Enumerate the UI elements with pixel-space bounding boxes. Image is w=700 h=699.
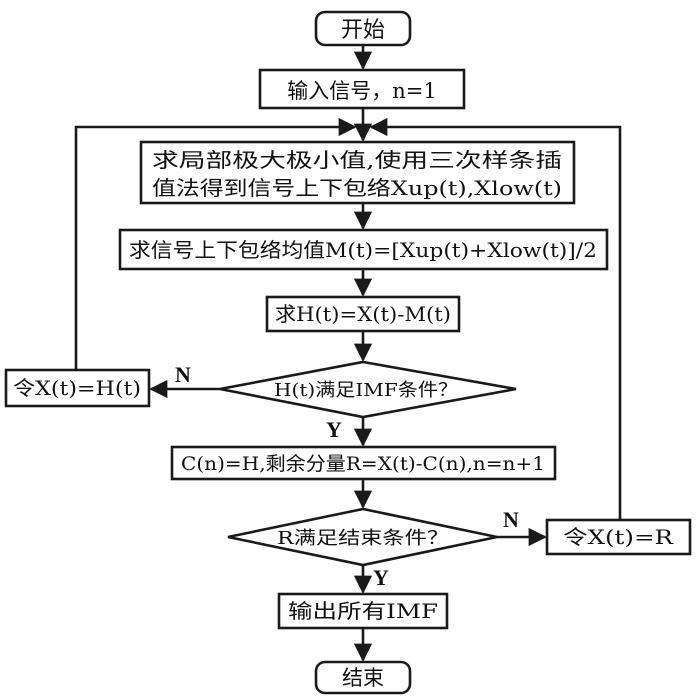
no-label-end: N: [503, 507, 519, 532]
mean-label: 求信号上下包络均值M(t)=[Xup(t)+Xlow(t)]/2: [129, 238, 597, 262]
mean-step: 求信号上下包络均值M(t)=[Xup(t)+Xlow(t)]/2: [118, 228, 609, 271]
end-label: 结束: [342, 666, 384, 690]
connectors: [74, 45, 622, 662]
set-x-r-step: 令X(t)=R: [545, 518, 692, 556]
component-step: C(n)=H,剩余分量R=X(t)-C(n),n=n+1: [170, 445, 557, 481]
set-x-h-label: 令X(t)=H(t): [13, 376, 141, 400]
yes-label-end: Y: [373, 565, 389, 590]
end-check-decision: R满足结束条件？: [227, 507, 498, 567]
start-label: 开始: [341, 18, 385, 43]
loop-back-from-set-x-h: [74, 117, 357, 370]
component-label: C(n)=H,剩余分量R=X(t)-C(n),n=n+1: [181, 453, 545, 475]
output-step: 输出所有IMF: [277, 592, 449, 630]
envelope-step: 求局部极大极小值,使用三次样条插 值法得到信号上下包络Xup(t),Xlow(t…: [139, 140, 576, 205]
set-x-r-label: 令X(t)=R: [563, 525, 674, 549]
end-node: 结束: [314, 660, 412, 695]
yes-label-imf: Y: [326, 417, 342, 442]
start-node: 开始: [314, 10, 412, 47]
envelope-label-line1: 求局部极大极小值,使用三次样条插: [152, 148, 562, 172]
loop-back-from-set-x-r: [369, 117, 622, 520]
output-label: 输出所有IMF: [288, 599, 438, 623]
input-label: 输入信号，n=1: [287, 79, 436, 103]
h-calc-step: 求H(t)=X(t)-M(t): [265, 295, 461, 333]
imf-check-label: H(t)满足IMF条件？: [274, 380, 458, 401]
end-check-label: R满足结束条件？: [277, 528, 449, 549]
imf-check-decision: H(t)满足IMF条件？: [219, 360, 517, 419]
h-calc-label: 求H(t)=X(t)-M(t): [275, 302, 451, 326]
no-label-imf: N: [175, 362, 191, 387]
input-step: 输入信号，n=1: [258, 68, 466, 110]
envelope-label-line2: 值法得到信号上下包络Xup(t),Xlow(t): [152, 176, 562, 200]
set-x-h-step: 令X(t)=H(t): [4, 368, 151, 408]
